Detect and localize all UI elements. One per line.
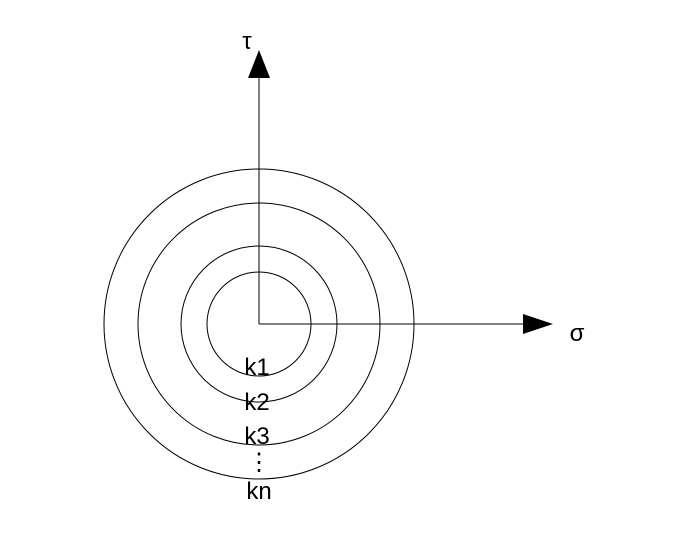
circle-label-k1: k1 — [244, 354, 269, 381]
horizontal-axis-arrowhead — [523, 314, 553, 334]
circle-label-k3: k3 — [244, 423, 269, 450]
horizontal-axis-label: σ — [570, 320, 585, 347]
circle-label-k2: k2 — [244, 389, 269, 416]
vertical-axis-arrowhead — [248, 50, 270, 78]
ellipsis-dots: ⋮ — [247, 449, 271, 476]
vertical-axis-label: τ — [242, 28, 252, 55]
circle-label-kn: kn — [246, 478, 271, 505]
